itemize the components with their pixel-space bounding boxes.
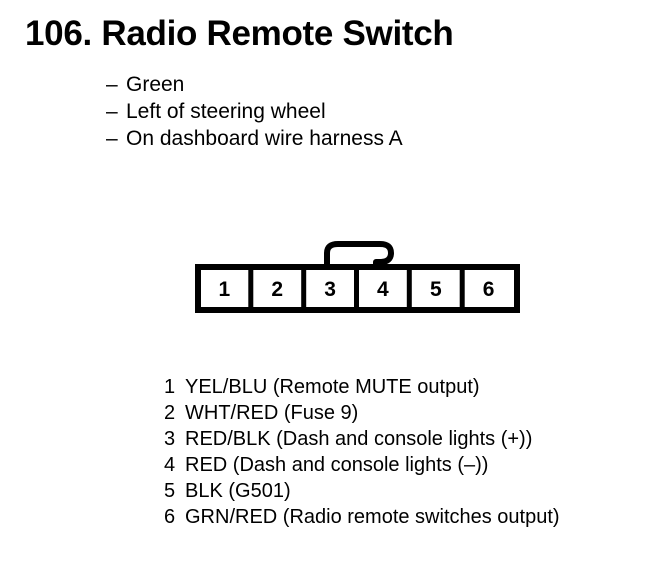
pin-legend-row: 1 YEL/BLU (Remote MUTE output) bbox=[164, 374, 560, 400]
attribute-label: On dashboard wire harness A bbox=[126, 127, 403, 150]
attribute-label: Left of steering wheel bbox=[126, 100, 326, 123]
connector-latch-tab bbox=[324, 241, 394, 269]
pin-legend-number: 3 bbox=[164, 428, 176, 450]
pin-legend-row: 5 BLK (G501) bbox=[164, 478, 560, 504]
attribute-item: – On dashboard wire harness A bbox=[106, 125, 403, 152]
pin-legend-number: 5 bbox=[164, 480, 176, 502]
pin-number-3: 3 bbox=[324, 278, 336, 301]
pin-legend-number: 6 bbox=[164, 506, 176, 528]
connector-diagram: 1 2 3 4 5 6 bbox=[190, 220, 530, 320]
pin-legend-description: RED (Dash and console lights (–)) bbox=[185, 454, 489, 476]
pin-number-1: 1 bbox=[219, 278, 231, 301]
pin-legend-description: WHT/RED (Fuse 9) bbox=[185, 402, 359, 424]
pin-legend-description: YEL/BLU (Remote MUTE output) bbox=[185, 376, 480, 398]
attribute-label: Green bbox=[126, 73, 185, 96]
bullet-dash-icon: – bbox=[106, 100, 118, 123]
connector-drawing: 1 2 3 4 5 6 bbox=[195, 241, 520, 313]
pin-legend-number: 2 bbox=[164, 402, 176, 424]
attribute-item: – Left of steering wheel bbox=[106, 98, 403, 125]
attribute-item: – Green bbox=[106, 71, 403, 98]
pin-legend-list: 1 YEL/BLU (Remote MUTE output) 2 WHT/RED… bbox=[164, 374, 560, 530]
pin-legend-description: RED/BLK (Dash and console lights (+)) bbox=[185, 428, 533, 450]
pin-legend-row: 2 WHT/RED (Fuse 9) bbox=[164, 400, 560, 426]
pin-number-4: 4 bbox=[377, 278, 389, 301]
bullet-dash-icon: – bbox=[106, 73, 118, 96]
pin-legend-row: 6 GRN/RED (Radio remote switches output) bbox=[164, 504, 560, 530]
pin-legend-description: GRN/RED (Radio remote switches output) bbox=[185, 506, 560, 528]
attribute-list: – Green – Left of steering wheel – On da… bbox=[106, 71, 403, 152]
pin-number-2: 2 bbox=[271, 278, 283, 301]
bullet-dash-icon: – bbox=[106, 127, 118, 150]
pin-number-6: 6 bbox=[483, 278, 495, 301]
pin-legend-row: 4 RED (Dash and console lights (–)) bbox=[164, 452, 560, 478]
pin-number-5: 5 bbox=[430, 278, 442, 301]
pin-legend-row: 3 RED/BLK (Dash and console lights (+)) bbox=[164, 426, 560, 452]
pin-legend-number: 1 bbox=[164, 376, 176, 398]
pin-legend-number: 4 bbox=[164, 454, 176, 476]
pin-legend-description: BLK (G501) bbox=[185, 480, 291, 502]
page-title: 106. Radio Remote Switch bbox=[25, 14, 454, 53]
